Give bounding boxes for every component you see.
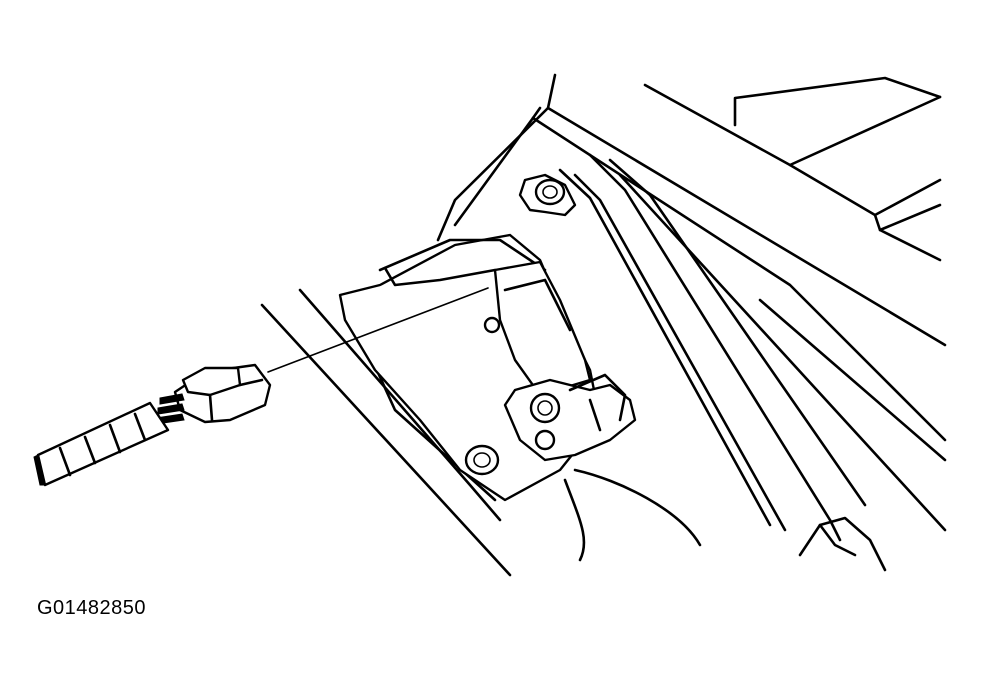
figure-code: G01482850 (37, 597, 147, 619)
actuator-bracket (338, 173, 702, 562)
electrical-connector (155, 287, 489, 425)
wire-harness (33, 401, 170, 487)
dash-housing (260, 73, 947, 577)
